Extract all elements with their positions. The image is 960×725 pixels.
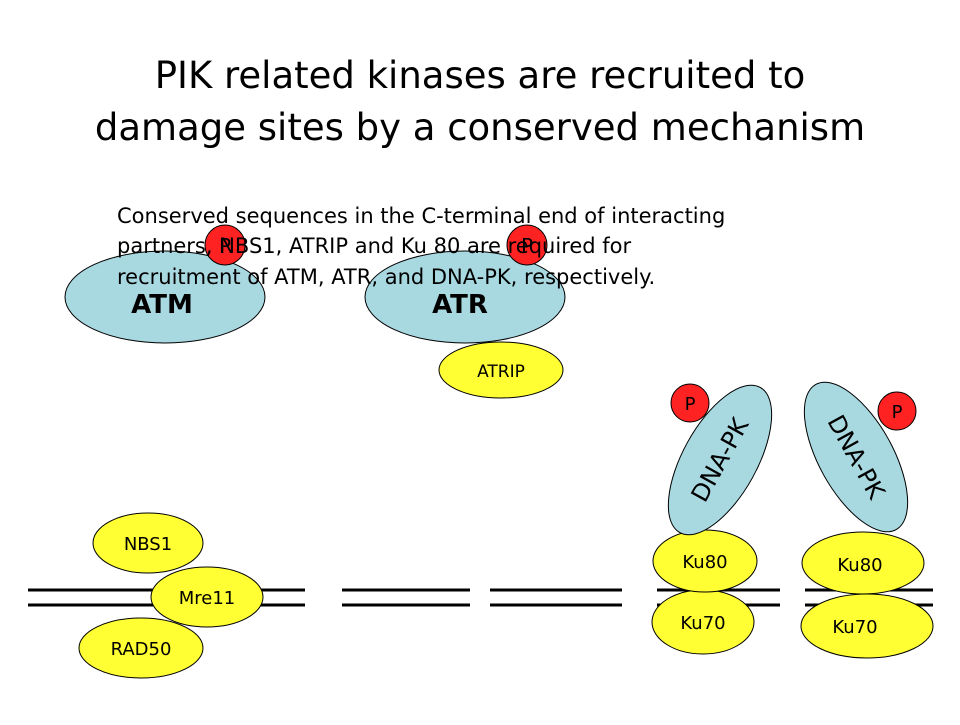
ku80-label-right: Ku80 <box>837 555 882 576</box>
ku70-label-left: Ku70 <box>680 613 725 634</box>
atr-label: ATR <box>432 290 488 320</box>
atm-phospho-circle <box>204 224 246 266</box>
atr-phospho-label: P <box>521 234 533 258</box>
atm-phospho-label: P <box>219 234 231 258</box>
dnapk-oval-left <box>667 384 773 536</box>
dnapk-right-phospho-circle <box>877 391 917 431</box>
mre11-oval <box>150 566 264 628</box>
nbs1-oval <box>92 512 204 574</box>
atm-label: ATM <box>131 290 193 320</box>
mre11-label: Mre11 <box>179 588 236 609</box>
body-text-line-2: partners, NBS1, ATRIP and Ku 80 are requ… <box>117 234 632 258</box>
dnapk-left-phospho-circle <box>670 383 710 423</box>
rad50-label: RAD50 <box>111 639 172 660</box>
atr-phospho-circle <box>506 224 548 266</box>
title-line-1: PIK related kinases are recruited to <box>155 54 806 97</box>
title-line-2: damage sites by a conserved mechanism <box>95 106 865 149</box>
dnapk-right-phospho-label: P <box>892 402 903 423</box>
rad50-oval <box>78 617 204 679</box>
dnapk-oval-right <box>803 381 909 533</box>
atrip-label: ATRIP <box>477 362 525 382</box>
atm-oval <box>64 250 266 344</box>
ku80-label-left: Ku80 <box>682 552 727 573</box>
atr-oval <box>364 250 566 344</box>
ku70-label-right: Ku70 <box>832 617 877 638</box>
dnapk-left-phospho-label: P <box>685 394 696 415</box>
ku80-oval-right <box>801 531 925 595</box>
nbs1-label: NBS1 <box>124 534 172 555</box>
body-text-line-1: Conserved sequences in the C-terminal en… <box>117 204 725 228</box>
atrip-oval <box>438 341 564 399</box>
body-text-line-3: recruitment of ATM, ATR, and DNA-PK, res… <box>117 265 655 289</box>
